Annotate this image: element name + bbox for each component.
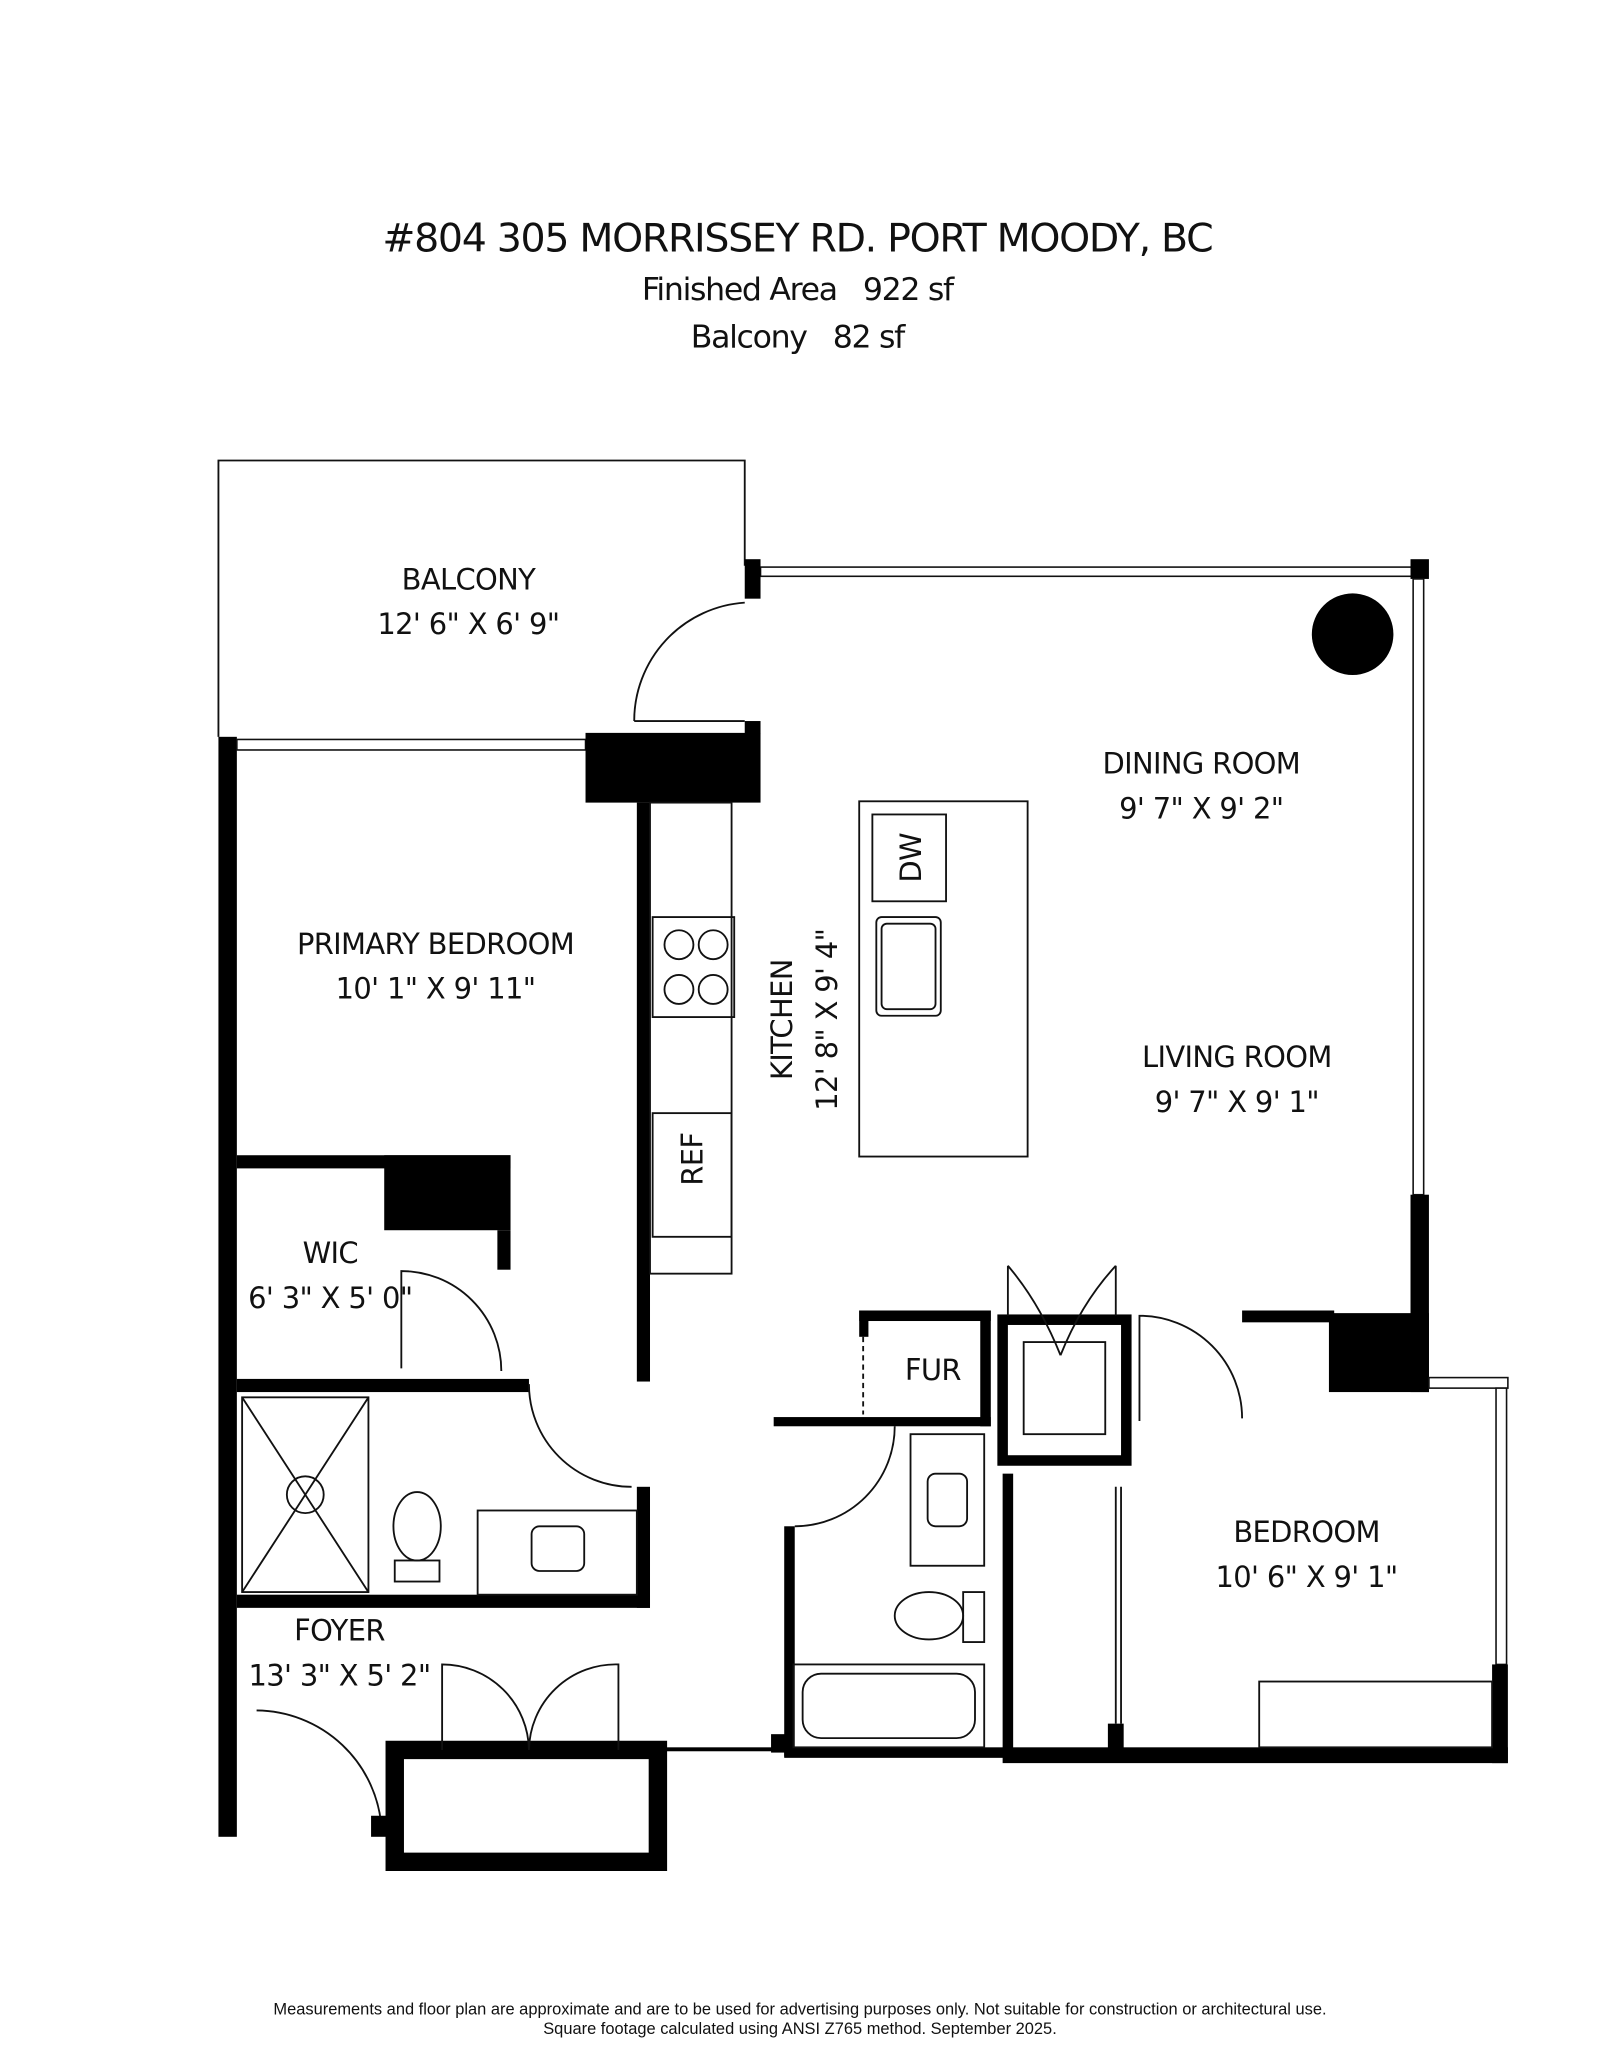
kitchen-counter bbox=[649, 801, 733, 1275]
room-dims-kitchen: 12' 8" X 9' 4" bbox=[810, 929, 844, 1111]
disclaimer-line-1: Measurements and floor plan are approxim… bbox=[273, 2000, 1326, 2018]
fur-label: FUR bbox=[905, 1353, 962, 1387]
address-title: #804 305 MORRISSEY RD. PORT MOODY, BC bbox=[382, 215, 1212, 261]
room-dims-primary-bedroom: 10' 1" X 9' 11" bbox=[336, 972, 536, 1006]
room-dims-dining: 9' 7" X 9' 2" bbox=[1119, 791, 1283, 825]
room-dims-living: 9' 7" X 9' 1" bbox=[1155, 1085, 1319, 1119]
finished-area: Finished Area 922 sf bbox=[642, 272, 955, 308]
column bbox=[1311, 593, 1394, 675]
ref-label: REF bbox=[676, 1133, 710, 1186]
window-bedroom bbox=[1495, 1387, 1508, 1666]
stove-icon bbox=[651, 916, 736, 1019]
room-dims-balcony: 12' 6" X 6' 9" bbox=[377, 607, 559, 641]
window-right bbox=[1412, 578, 1425, 1196]
dw-label: DW bbox=[894, 833, 928, 883]
room-label-living: LIVING ROOM bbox=[1142, 1040, 1332, 1074]
room-label-primary-bedroom: PRIMARY BEDROOM bbox=[297, 927, 574, 961]
kitchen-island bbox=[858, 800, 1029, 1158]
window-top bbox=[759, 566, 1414, 578]
room-dims-wic: 6' 3" X 5' 0" bbox=[248, 1281, 412, 1315]
walls bbox=[217, 459, 1509, 1872]
dishwasher bbox=[871, 813, 947, 903]
washer bbox=[1022, 1341, 1107, 1436]
shower-icon bbox=[241, 1396, 370, 1593]
disclaimer-line-2: Square footage calculated using ANSI Z76… bbox=[543, 2020, 1057, 2038]
bathtub-icon bbox=[792, 1663, 986, 1749]
kitchen-sink-icon bbox=[875, 916, 942, 1017]
room-label-dining: DINING ROOM bbox=[1102, 747, 1300, 781]
balcony-outline bbox=[217, 459, 746, 737]
fridge bbox=[651, 1112, 733, 1238]
room-label-kitchen: KITCHEN bbox=[765, 959, 799, 1080]
sink-icon bbox=[926, 1472, 969, 1528]
balcony-area: Balcony 82 sf bbox=[691, 319, 906, 355]
room-dims-foyer: 13' 3" X 5' 2" bbox=[248, 1658, 430, 1692]
room-label-wic: WIC bbox=[303, 1236, 358, 1270]
room-label-bedroom: BEDROOM bbox=[1233, 1515, 1379, 1549]
toilet-icon bbox=[893, 1591, 965, 1641]
room-label-foyer: FOYER bbox=[294, 1614, 385, 1648]
bed-outline bbox=[1258, 1680, 1494, 1749]
room-label-balcony: BALCONY bbox=[402, 562, 536, 596]
room-dims-bedroom: 10' 6" X 9' 1" bbox=[1216, 1560, 1398, 1594]
